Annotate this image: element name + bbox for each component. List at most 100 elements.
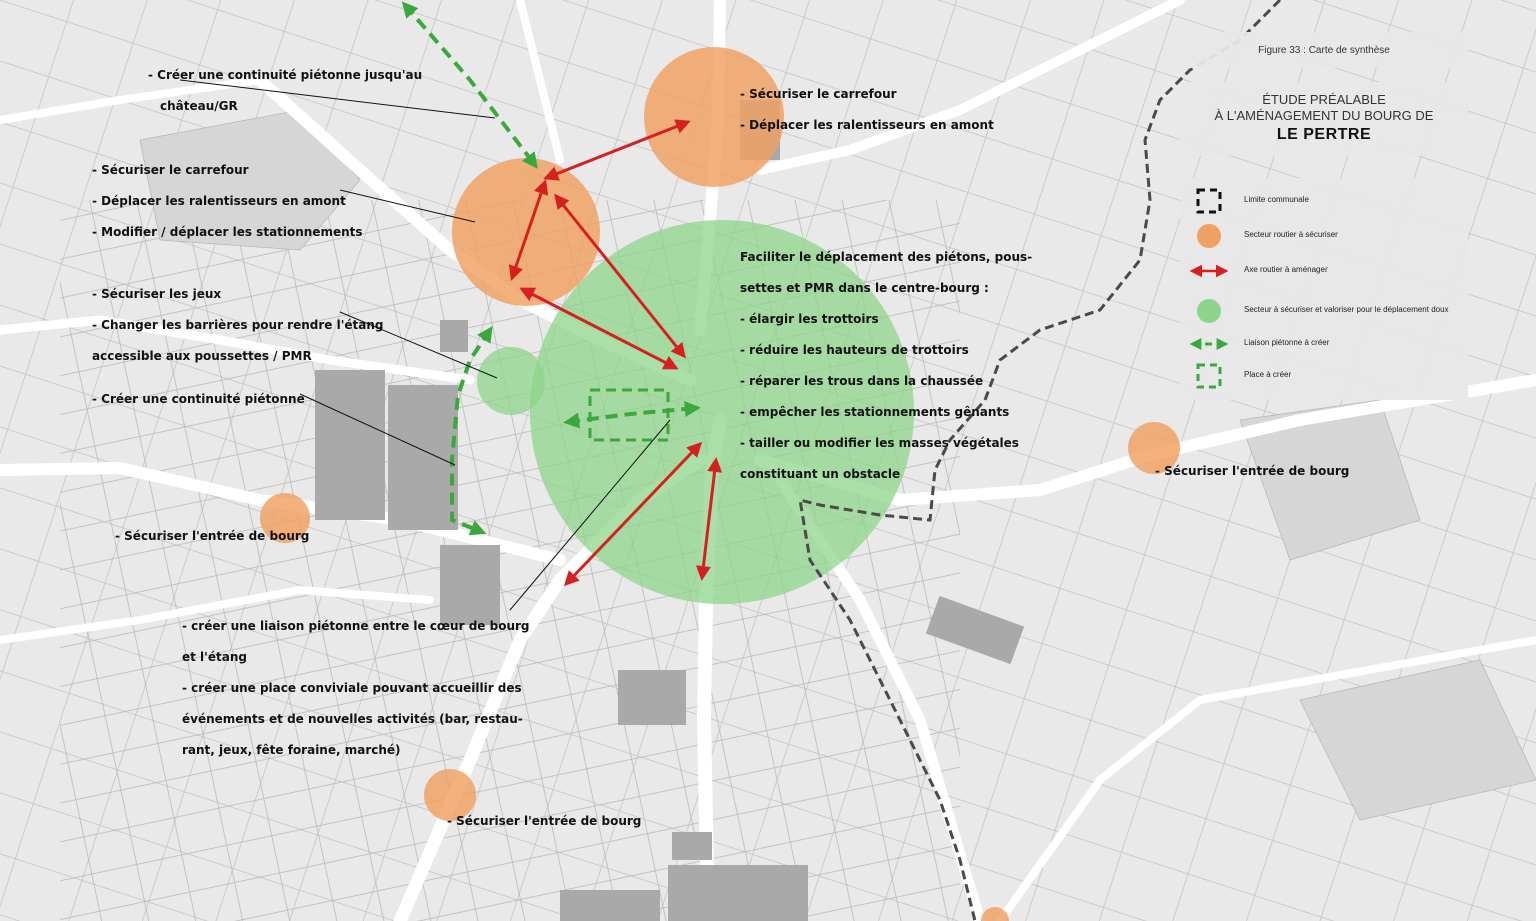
annotation-chateau: - Créer une continuité piétonne jusqu'au… <box>148 52 422 130</box>
legend-label: Limite communale <box>1244 195 1309 204</box>
annotation-centre: Faciliter le déplacement des piétons, po… <box>740 234 1032 498</box>
annotation-line: château/GR <box>160 98 238 113</box>
orange-circle-icon <box>1197 224 1221 248</box>
axis-south-w <box>563 441 703 587</box>
legend-item-commune-limit: Limite communale <box>1180 188 1468 214</box>
annotation-line: - empêcher les stationnements gênants <box>740 404 1010 419</box>
commune-limit-line <box>798 0 1282 921</box>
road-north-w <box>0 76 264 124</box>
annotation-line: - Créer une continuité piétonne jusqu'au <box>148 67 423 82</box>
wooded-areas <box>139 109 1536 821</box>
annotation-line: - tailler ou modifier les masses végétal… <box>740 435 1019 450</box>
legend-label: Liaison piétonne à créer <box>1244 338 1330 347</box>
title-line-1: ÉTUDE PRÉALABLE <box>1262 92 1386 107</box>
building-block-8 <box>925 595 1025 665</box>
wood-area-ne <box>1239 399 1421 561</box>
annotation-entree-s: - Sécuriser l'entrée de bourg <box>447 798 641 845</box>
leader-continuite <box>299 393 456 466</box>
annotation-line: - réparer les trous dans la chaussée <box>740 373 984 388</box>
annotation-line: - élargir les trottoirs <box>740 311 879 326</box>
dashed-square-icon <box>1196 188 1222 214</box>
annotation-line: - Créer une continuité piétonne <box>92 391 305 406</box>
annotation-line: - Déplacer les ralentisseurs en amont <box>92 193 346 208</box>
building-block-1 <box>315 370 385 520</box>
annotation-line: accessible aux poussettes / PMR <box>92 348 312 363</box>
title-place: LE PERTRE <box>1276 126 1372 143</box>
annotation-line: - Changer les barrières pour rendre l'ét… <box>92 317 384 332</box>
legend-item-place: Place à créer <box>1180 363 1468 389</box>
road-far-w <box>0 315 475 385</box>
annotation-line: settes et PMR dans le centre-bourg : <box>740 280 989 295</box>
legend-label: Secteur à sécuriser et valoriser pour le… <box>1244 305 1449 314</box>
green-sector-pond <box>477 347 545 415</box>
annotation-line: - Modifier / déplacer les stationnements <box>92 224 363 239</box>
orange-sector-carrefour-nw <box>452 158 600 306</box>
orange-sector-entree-e <box>1128 422 1180 474</box>
legend-item-orange-sector: Secteur routier à sécuriser <box>1180 223 1468 249</box>
annotation-line: - Sécuriser l'entrée de bourg <box>115 528 310 543</box>
wood-area-se <box>1299 659 1536 821</box>
axis-nw-link <box>508 179 549 281</box>
annotation-line: - Sécuriser l'entrée de bourg <box>1155 463 1350 478</box>
orange-sector-entree-s <box>424 769 476 821</box>
leader-lines <box>179 79 671 611</box>
legend-item-pedestrian-link: Liaison piétonne à créer <box>1180 331 1468 357</box>
building-block-9 <box>440 320 468 352</box>
building-block-3 <box>440 545 500 625</box>
annotation-continuite: - Créer une continuité piétonne <box>92 376 305 423</box>
leader-carrefour-nw <box>339 189 476 223</box>
annotation-line: - créer une place conviviale pouvant acc… <box>182 680 522 695</box>
annotation-liaison: - créer une liaison piétonne entre le cœ… <box>182 603 530 774</box>
red-double-arrow-icon <box>1189 264 1228 278</box>
road-south-e <box>996 636 1536 921</box>
buildings <box>315 100 1025 921</box>
orange-sector-entree-w <box>260 493 310 543</box>
green-circle-icon <box>1197 299 1221 323</box>
axis-south <box>695 457 723 581</box>
road-ne <box>755 0 1185 175</box>
annotation-line: - Déplacer les ralentisseurs en amont <box>740 117 994 132</box>
annotation-line: - réduire les hauteurs de trottoirs <box>740 342 969 357</box>
title-box: ÉTUDE PRÉALABLE À L'AMÉNAGEMENT DU BOURG… <box>1180 82 1468 156</box>
orange-sector-entree-se <box>981 907 1009 921</box>
legend-label: Secteur routier à sécuriser <box>1244 230 1338 239</box>
annotation-line: événements et de nouvelles activités (ba… <box>182 711 523 726</box>
annotation-line: - Sécuriser les jeux <box>92 286 222 301</box>
legend-item-road-axis: Axe routier à aménager <box>1180 258 1468 284</box>
road-west-s <box>0 586 434 644</box>
annotation-line: Faciliter le déplacement des piétons, po… <box>740 249 1033 264</box>
annotation-line: - créer une liaison piétonne entre le cœ… <box>182 618 530 633</box>
annotation-line: et l'étang <box>182 649 247 664</box>
figure-caption: Figure 33 : Carte de synthèse <box>1180 32 1468 68</box>
annotation-carrefour-n: - Sécuriser le carrefour - Déplacer les … <box>740 71 994 149</box>
annotation-line: constituant un obstacle <box>740 466 901 481</box>
legend: Limite communale Secteur routier à sécur… <box>1180 178 1468 400</box>
annotation-line: - Sécuriser le carrefour <box>92 162 249 177</box>
pedestrian-link-west <box>450 326 493 536</box>
annotation-carrefour-nw: - Sécuriser le carrefour - Déplacer les … <box>92 147 363 256</box>
legend-item-green-sector: Secteur à sécuriser et valoriser pour le… <box>1180 298 1468 324</box>
annotation-line: rant, jeux, fête foraine, marché) <box>182 742 401 757</box>
leader-chateau <box>179 79 496 119</box>
annotation-entree-w: - Sécuriser l'entrée de bourg <box>115 513 309 560</box>
green-dashed-arrow-icon <box>1189 338 1228 350</box>
green-dashed-square-icon <box>1196 363 1222 389</box>
building-block-4 <box>618 670 686 725</box>
annotation-jeux: - Sécuriser les jeux - Changer les barri… <box>92 271 384 380</box>
leader-liaison <box>509 419 671 611</box>
annotation-line: - Sécuriser le carrefour <box>740 86 897 101</box>
place-to-create <box>588 388 670 442</box>
axis-to-center-2 <box>519 287 679 370</box>
annotation-entree-e: - Sécuriser l'entrée de bourg <box>1155 448 1349 495</box>
wood-area-nw <box>139 109 361 251</box>
annotation-line: - Sécuriser l'entrée de bourg <box>447 813 642 828</box>
legend-label: Axe routier à aménager <box>1244 265 1328 274</box>
building-block-7 <box>560 890 660 921</box>
pedestrian-link-chateau <box>401 1 538 169</box>
legend-label: Place à créer <box>1244 370 1292 379</box>
title-line-2: À L'AMÉNAGEMENT DU BOURG DE <box>1214 108 1434 123</box>
building-block-5 <box>672 832 712 860</box>
axis-n-link <box>543 119 691 181</box>
road-axes <box>508 119 723 587</box>
leader-jeux <box>339 311 498 379</box>
